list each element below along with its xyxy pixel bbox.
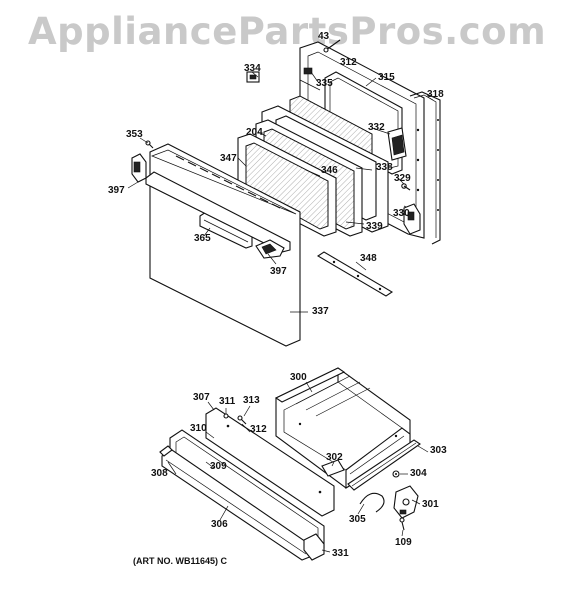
callout-307: 307 — [193, 392, 210, 403]
screw-311 — [223, 413, 229, 419]
hinge-330 — [403, 203, 421, 235]
screw-312-top — [323, 39, 341, 53]
callout-330: 330 — [393, 208, 410, 219]
callout-305: 305 — [349, 514, 366, 525]
callout-318: 318 — [427, 89, 444, 100]
handle-end-cap-397-right — [255, 239, 285, 259]
callout-304: 304 — [410, 468, 427, 479]
vent-slots — [175, 155, 281, 209]
drawer-body-300 — [274, 367, 411, 489]
leader-lines-lower — [167, 381, 429, 553]
callout-204: 204 — [246, 127, 263, 138]
callout-337: 337 — [312, 306, 329, 317]
end-cap-331 — [303, 533, 325, 561]
callout-347: 347 — [220, 153, 237, 164]
clip-334 — [246, 71, 260, 83]
drawer-trim-308 — [159, 445, 173, 457]
spring-305 — [359, 492, 385, 513]
callout-365: 365 — [194, 233, 211, 244]
watermark: AppliancePartsPros.com — [28, 10, 547, 53]
callout-331: 331 — [332, 548, 349, 559]
callout-310: 310 — [190, 423, 207, 434]
callout-329: 329 — [394, 173, 411, 184]
callout-312-top: 312 — [340, 57, 357, 68]
bracket-301 — [393, 485, 419, 519]
callout-43: 43 — [318, 31, 330, 42]
callout-332: 332 — [368, 122, 385, 133]
door-handle-bar — [145, 171, 291, 253]
hinge-bracket-332 — [387, 127, 407, 161]
callout-346: 346 — [321, 165, 338, 176]
callout-338: 338 — [376, 162, 393, 173]
callout-309: 309 — [210, 461, 227, 472]
screw-329 — [401, 183, 411, 191]
callout-334: 334 — [244, 63, 261, 74]
bracket-335 — [299, 67, 321, 91]
art-number: (ART NO. WB11645) C — [133, 556, 228, 566]
callout-348: 348 — [360, 253, 377, 264]
callout-313: 313 — [243, 395, 260, 406]
callout-302: 302 — [326, 452, 343, 463]
door-trim-348 — [316, 251, 394, 297]
callout-397-right: 397 — [270, 266, 287, 277]
callout-300: 300 — [290, 372, 307, 383]
leader-lines-upper — [127, 71, 434, 313]
screw-313 — [237, 415, 247, 425]
drawer-rail-303 — [347, 439, 421, 491]
drawer-inner-panel-307 — [205, 407, 335, 517]
callout-308: 308 — [151, 468, 168, 479]
callout-301: 301 — [422, 499, 439, 510]
callout-312-lower: 312 — [250, 424, 267, 435]
callout-353: 353 — [126, 129, 143, 140]
rail-guide-302 — [321, 459, 345, 477]
callout-397-left: 397 — [108, 185, 125, 196]
callout-315: 315 — [378, 72, 395, 83]
nut-304 — [392, 470, 400, 478]
callout-303: 303 — [430, 445, 447, 456]
handle-end-cap-397-left — [131, 153, 147, 183]
callout-306: 306 — [211, 519, 228, 530]
callout-335: 335 — [316, 78, 333, 89]
screw-109 — [399, 517, 405, 531]
callout-311: 311 — [219, 396, 236, 407]
callout-339: 339 — [366, 221, 383, 232]
callout-109: 109 — [395, 537, 412, 548]
